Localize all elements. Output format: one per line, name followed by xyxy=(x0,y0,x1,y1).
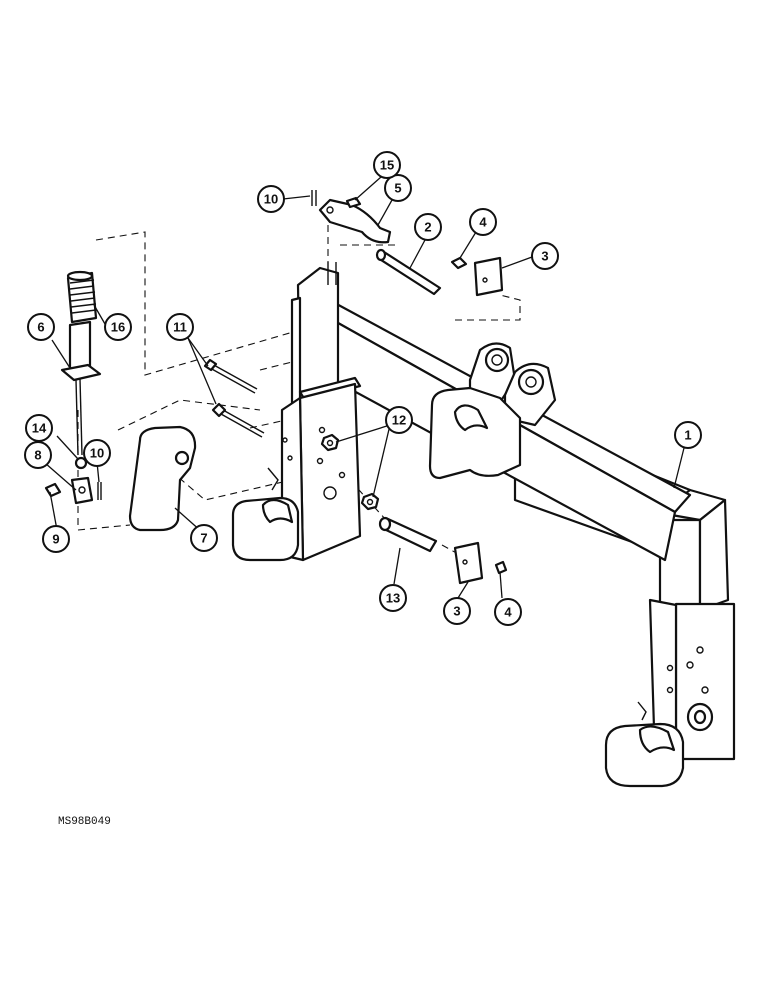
callout-4-lower: 4 xyxy=(494,598,522,626)
callout-leader-lines xyxy=(44,176,685,599)
latch-spring xyxy=(66,270,98,324)
washer-small xyxy=(74,456,88,470)
svg-text:16: 16 xyxy=(111,320,125,335)
callout-9: 9 xyxy=(42,525,70,553)
retaining-plate-lower xyxy=(453,541,484,585)
nut-lower xyxy=(360,492,380,511)
callout-11: 11 xyxy=(166,313,194,341)
frame-left-upright xyxy=(280,262,362,562)
cross-pin xyxy=(375,248,442,296)
nut-upper xyxy=(320,433,340,452)
callout-6: 6 xyxy=(27,313,55,341)
callout-bubbles: 1 2 3 3 4 4 5 6 7 8 9 10 10 11 12 13 14 … xyxy=(24,151,702,626)
long-bolt-lower xyxy=(211,402,265,438)
svg-text:10: 10 xyxy=(90,446,104,461)
svg-text:4: 4 xyxy=(504,605,512,620)
figure-code: MS98B049 xyxy=(58,816,111,828)
latch-pin-lower xyxy=(97,482,102,500)
svg-text:6: 6 xyxy=(37,320,44,335)
svg-text:9: 9 xyxy=(52,532,59,547)
svg-text:7: 7 xyxy=(200,531,207,546)
callout-14: 14 xyxy=(25,414,53,442)
svg-text:8: 8 xyxy=(34,448,41,463)
svg-text:2: 2 xyxy=(424,220,431,235)
lower-pin xyxy=(378,516,438,553)
latch-bolt-small xyxy=(44,482,62,498)
callout-8: 8 xyxy=(24,441,52,469)
callout-4-upper: 4 xyxy=(469,208,497,236)
callout-3-upper: 3 xyxy=(531,242,559,270)
latch-bolt xyxy=(345,196,362,209)
callout-15: 15 xyxy=(373,151,401,179)
svg-text:13: 13 xyxy=(386,591,400,606)
tube-clevis-lugs xyxy=(468,342,557,427)
center-upper-hook xyxy=(428,386,522,480)
svg-text:5: 5 xyxy=(394,181,401,196)
long-bolt-upper xyxy=(203,358,258,394)
callout-13: 13 xyxy=(379,584,407,612)
callout-10-lower: 10 xyxy=(83,439,111,467)
svg-text:12: 12 xyxy=(392,413,406,428)
callout-7: 7 xyxy=(190,524,218,552)
retaining-bolt-upper xyxy=(450,256,468,270)
svg-text:10: 10 xyxy=(264,192,278,207)
callout-2: 2 xyxy=(414,213,442,241)
latch-block xyxy=(70,476,94,505)
callout-12: 12 xyxy=(385,406,413,434)
latch-rod-handle xyxy=(60,320,102,456)
retaining-plate-upper xyxy=(473,256,504,297)
svg-text:11: 11 xyxy=(173,320,187,335)
callout-10-upper: 10 xyxy=(257,185,285,213)
right-lower-hook xyxy=(604,701,685,788)
svg-text:14: 14 xyxy=(32,421,47,436)
callout-5: 5 xyxy=(384,174,412,202)
svg-text:4: 4 xyxy=(479,215,487,230)
svg-text:1: 1 xyxy=(684,428,691,443)
callout-1: 1 xyxy=(674,421,702,449)
left-lower-hook xyxy=(231,467,300,562)
svg-text:3: 3 xyxy=(453,604,460,619)
callout-3-lower: 3 xyxy=(443,597,471,625)
latch-lever xyxy=(318,198,392,244)
hook-support-bracket xyxy=(128,425,197,532)
callout-16: 16 xyxy=(104,313,132,341)
latch-pin-upper xyxy=(311,190,317,206)
retaining-bolt-lower xyxy=(494,560,508,575)
svg-text:15: 15 xyxy=(380,158,394,173)
svg-text:3: 3 xyxy=(541,249,548,264)
